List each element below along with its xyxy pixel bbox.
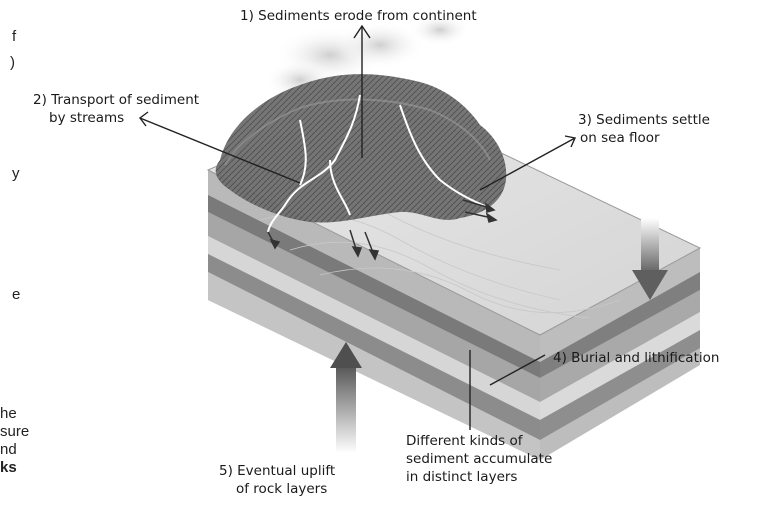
- label-layers-line1: Different kinds of: [406, 433, 522, 450]
- label-step3-settle-line2: on sea floor: [580, 130, 660, 147]
- label-layers-line2: sediment accumulate: [406, 451, 552, 468]
- label-step5-uplift-line1: 5) Eventual uplift: [219, 463, 335, 480]
- label-step2-transport-line1: 2) Transport of sediment: [33, 92, 199, 109]
- label-step2-transport-line2: by streams: [49, 110, 124, 127]
- label-layers-line3: in distinct layers: [406, 469, 517, 486]
- continent-landmass: [216, 74, 507, 222]
- label-step1-erosion: 1) Sediments erode from continent: [240, 8, 477, 25]
- label-step3-settle-line1: 3) Sediments settle: [578, 112, 710, 129]
- label-step4-burial: 4) Burial and lithification: [553, 350, 719, 367]
- label-step5-uplift-line2: of rock layers: [236, 481, 327, 498]
